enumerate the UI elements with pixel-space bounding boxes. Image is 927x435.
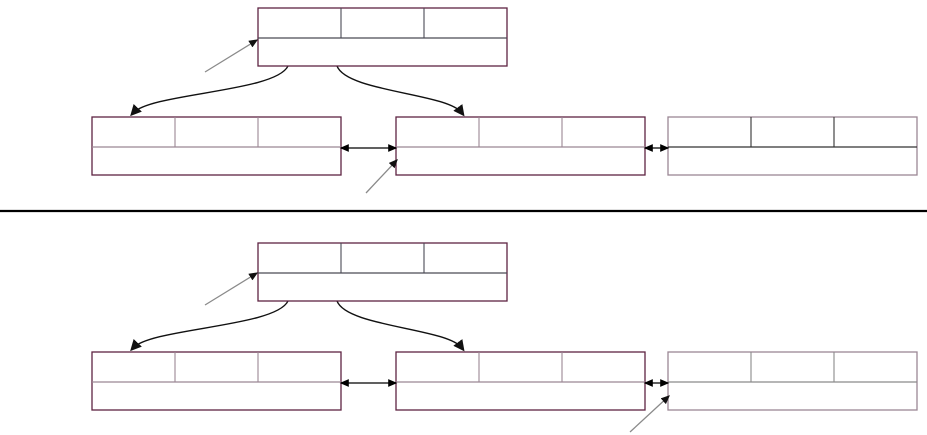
node-leaf-6-border [395,116,646,176]
node-leaf-5-border [91,116,342,176]
node-node-leaf-6 [395,116,646,176]
node-node-leaf-8-after [667,351,918,411]
node-leaf-5-after-border [91,351,342,411]
panel-after-split [91,242,918,433]
node-node-root-7-after [257,242,508,302]
node-leaf-6-after-border [395,351,646,411]
pointer-to-root-7-after [204,272,259,306]
curve-root-to-6 [336,65,465,117]
node-node-leaf-5-after [91,351,342,411]
node-leaf-8-after-border [667,351,918,411]
pointer-to-root-7 [204,39,259,73]
node-root-7-after-border [257,242,508,302]
diagram-layer [0,7,927,433]
node-node-leaf-6-after [395,351,646,411]
curve-root-to-5 [130,65,289,117]
pointer-to-leaf-8-after [629,395,670,433]
panel-before-split [91,7,918,194]
node-node-leaf-8 [667,116,918,176]
node-leaf-8-border [667,116,918,176]
curve-root-to-5-after [130,300,289,352]
curve-root-to-6-after [336,300,465,352]
node-root-7-border [257,7,508,67]
node-node-leaf-5 [91,116,342,176]
pointer-to-leaf-6 [365,159,398,194]
node-node-root-7 [257,7,508,67]
